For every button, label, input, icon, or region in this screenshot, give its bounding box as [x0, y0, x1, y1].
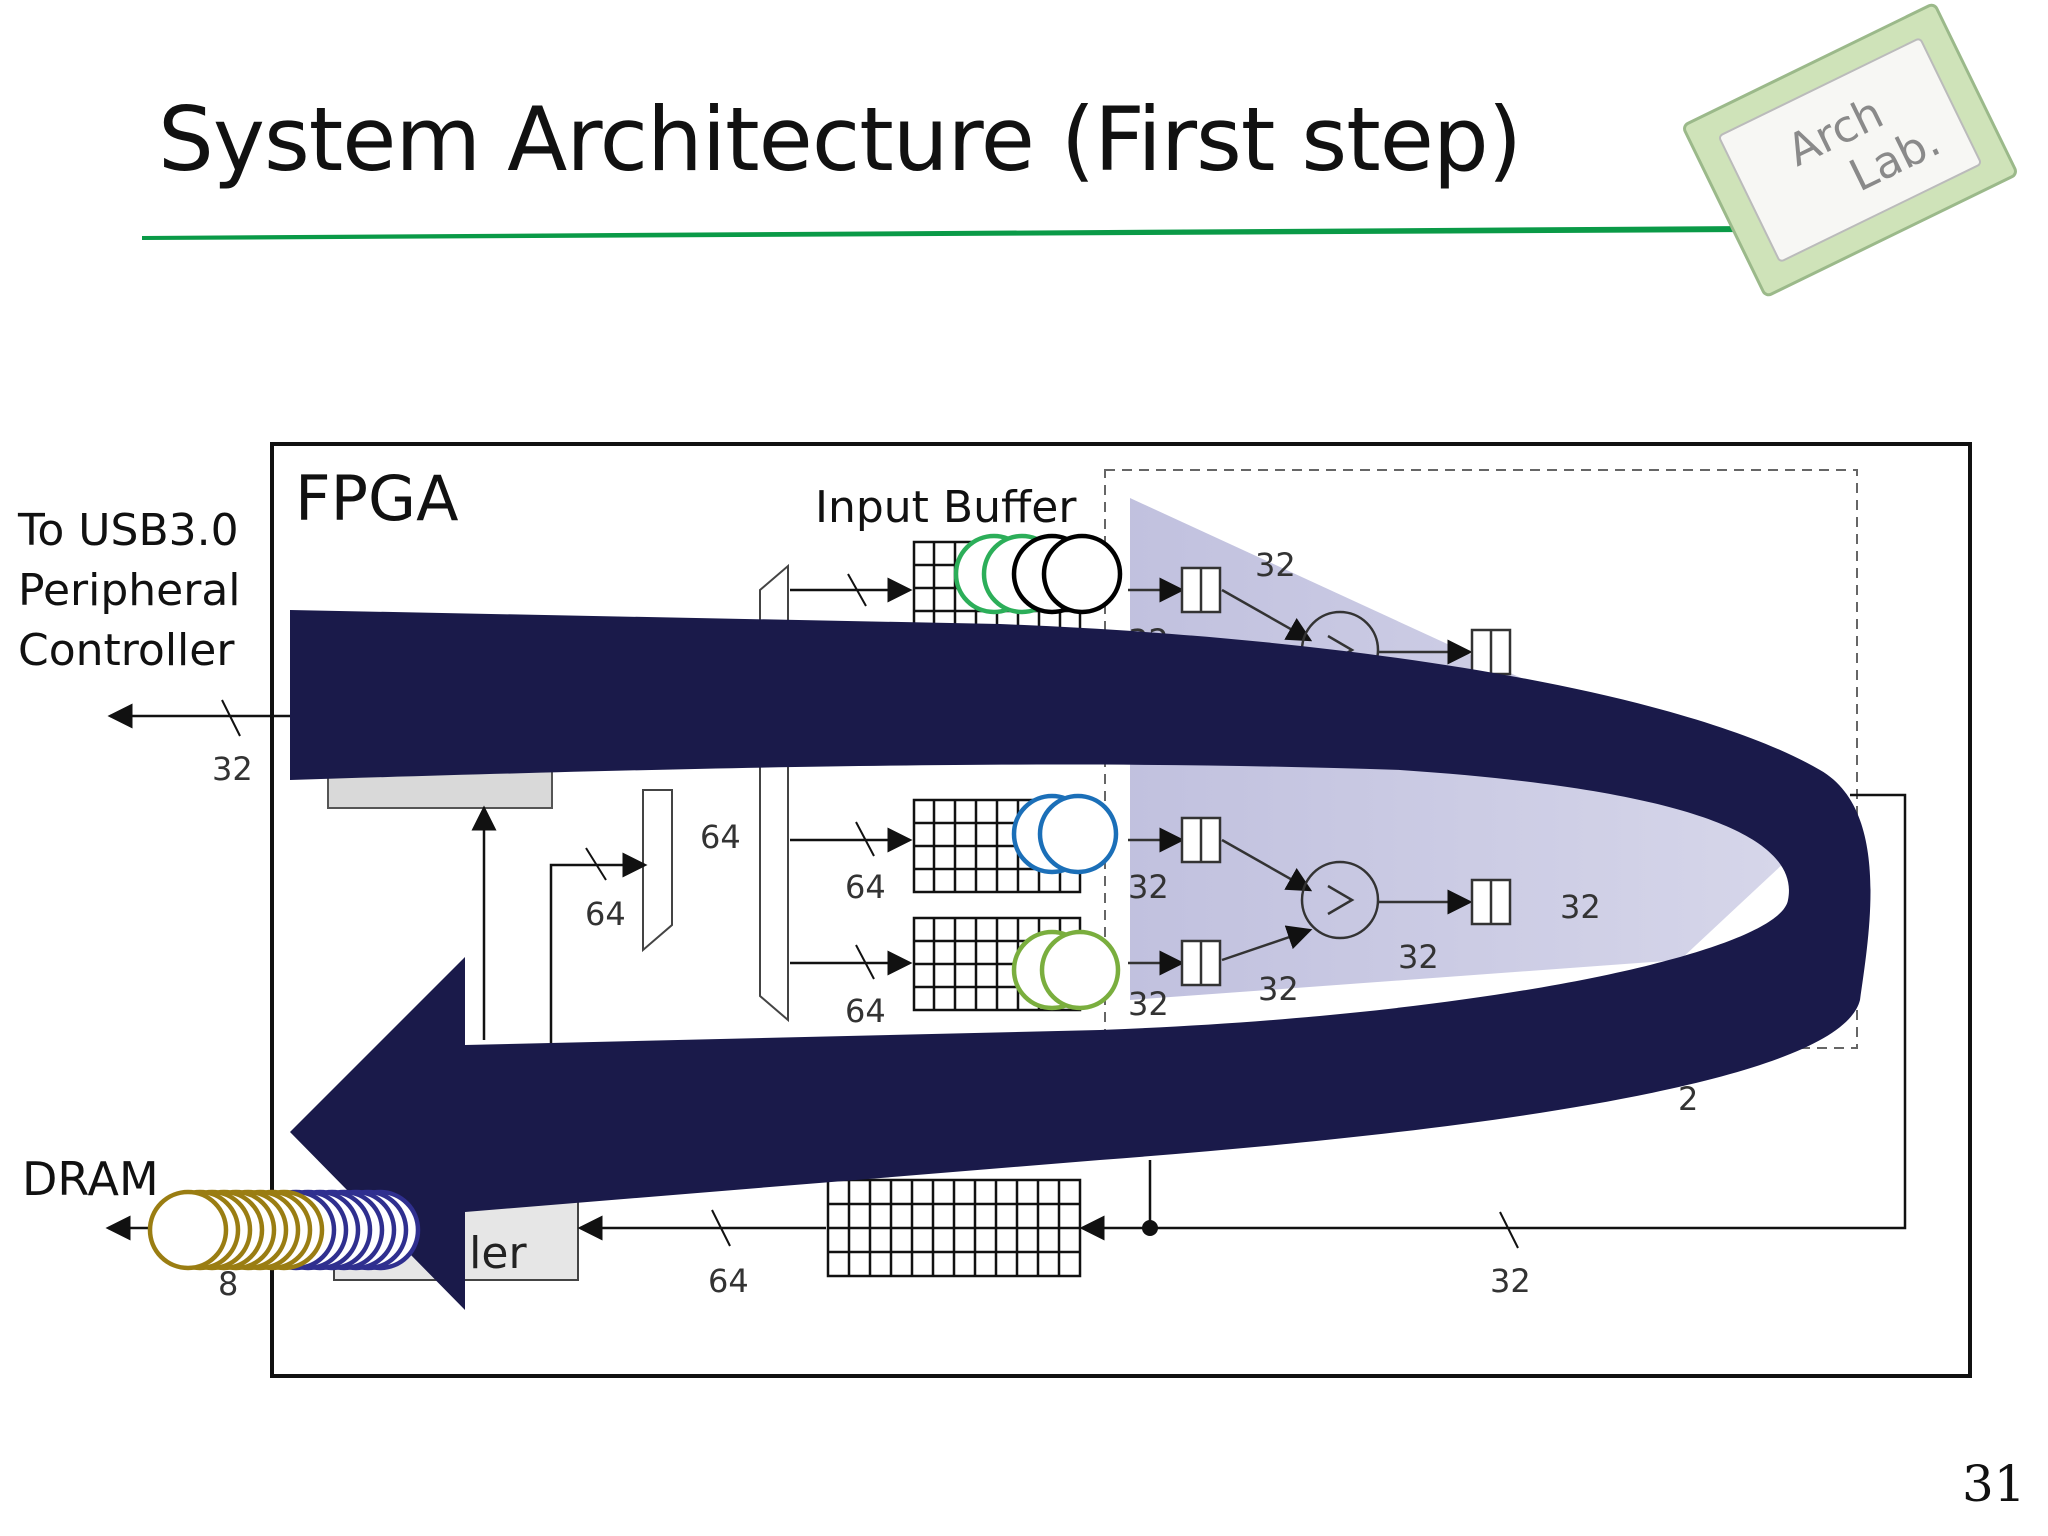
svg-text:To USB3.0: To USB3.0	[17, 505, 239, 556]
bus-width-bottom-32: 32	[1490, 1262, 1531, 1300]
svg-text:Controller: Controller	[18, 625, 235, 676]
pipeline-stages	[1128, 566, 1512, 987]
svg-text:32: 32	[1128, 985, 1169, 1023]
dram-bus-width: 8	[218, 1265, 238, 1303]
input-buffer-label: Input Buffer	[815, 482, 1077, 533]
buffer-bottom	[826, 1178, 1082, 1278]
bus-width-buf-a: 64	[845, 868, 886, 906]
token-circles-top	[953, 533, 1123, 615]
svg-text:2: 2	[1678, 1080, 1698, 1118]
fpga-box	[270, 442, 1972, 1378]
flow-arrow	[290, 610, 1871, 1310]
svg-text:32: 32	[1398, 938, 1439, 976]
usb-label: To USB3.0 Peripheral Controller	[17, 505, 241, 676]
svg-text:Peripheral: Peripheral	[18, 565, 241, 616]
bus-width-bottom-64: 64	[708, 1262, 749, 1300]
token-circles-dram	[147, 1189, 421, 1271]
svg-text:32: 32	[1258, 970, 1299, 1008]
token-circles-mid	[1011, 793, 1119, 875]
bus-width-mux: 64	[700, 818, 741, 856]
token-circles-low	[1011, 929, 1121, 1011]
usb-bus-width: 32	[212, 750, 253, 788]
svg-text:32: 32	[1560, 888, 1601, 926]
dram-label: DRAM	[22, 1152, 159, 1206]
mux-left	[642, 789, 673, 953]
title-underline	[142, 226, 1750, 240]
svg-text:32: 32	[1255, 546, 1296, 584]
svg-text:32: 32	[1128, 868, 1169, 906]
fpga-label: FPGA	[295, 462, 459, 535]
bus-width-buf-b: 64	[845, 992, 886, 1030]
bus-width-left: 64	[585, 895, 626, 933]
arch-lab-logo: Arch Lab.	[1683, 3, 2017, 297]
page-number: 31	[1962, 1455, 2026, 1513]
slide-title: System Architecture (First step)	[158, 88, 1522, 191]
